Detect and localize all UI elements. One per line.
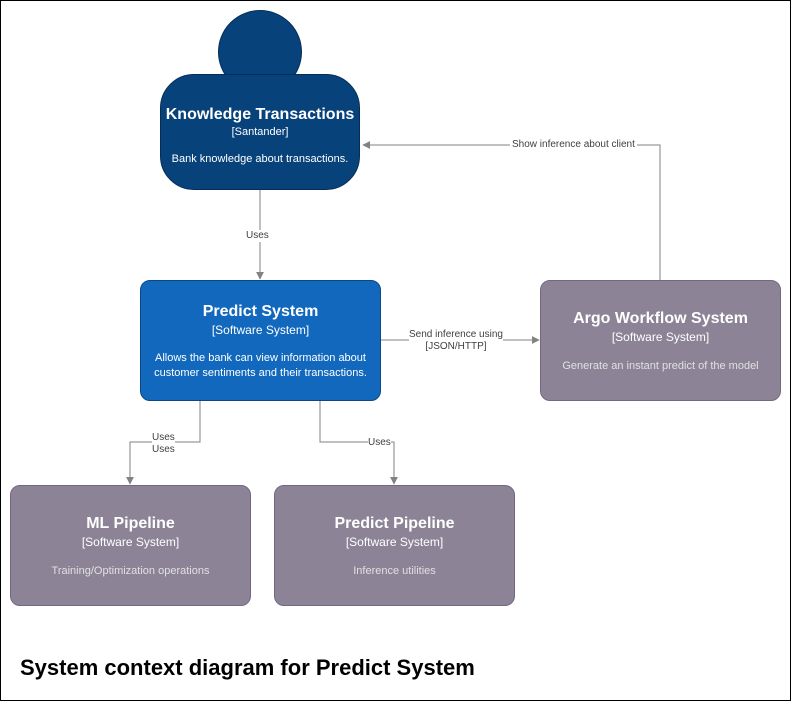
ml-pipeline-description: Training/Optimization operations [51, 565, 210, 577]
predict-system-description-line: Allows the bank can view information abo… [155, 352, 366, 364]
person-knowledge-transactions[interactable]: Knowledge Transactions [Santander] Bank … [160, 74, 360, 190]
argo-workflow-system-description: Generate an instant predict of the model [562, 360, 759, 372]
argo-workflow-system-box[interactable]: Argo Workflow System [Software System] G… [540, 280, 781, 401]
edge-label-line: [JSON/HTTP] [425, 341, 487, 352]
edge-label-argo-to-knowledge: Show inference about client [510, 139, 637, 151]
ml-pipeline-box[interactable]: ML Pipeline [Software System] Training/O… [10, 485, 251, 606]
predict-pipeline-description: Inference utilities [353, 565, 436, 577]
ml-pipeline-kind: [Software System] [81, 535, 180, 549]
edge-predict-to-predict-pipeline [319, 401, 398, 485]
edge-label-predict-to-argo: Send inference using [JSON/HTTP] [409, 329, 503, 353]
person-name: Knowledge Transactions [165, 106, 355, 123]
argo-workflow-system-kind: [Software System] [611, 330, 710, 344]
predict-system-description: Allows the bank can view information abo… [141, 351, 380, 381]
edge-label-line: Uses [152, 444, 175, 455]
ml-pipeline-name: ML Pipeline [86, 515, 175, 532]
predict-pipeline-name: Predict Pipeline [334, 515, 455, 532]
edge-argo-to-knowledge [362, 141, 661, 280]
edge-label-line: Uses [152, 432, 175, 443]
predict-system-description-line: customer sentiments and their transactio… [154, 367, 367, 379]
diagram-title: System context diagram for Predict Syste… [20, 655, 475, 680]
argo-workflow-system-name: Argo Workflow System [573, 310, 748, 327]
predict-system-kind: [Software System] [211, 323, 310, 337]
edge-label-knowledge-to-predict: Uses [246, 230, 269, 242]
predict-pipeline-box[interactable]: Predict Pipeline [Software System] Infer… [274, 485, 515, 606]
edge-label-predict-to-predict-pipeline: Uses [368, 437, 391, 449]
edge-label-line: Send inference using [409, 329, 503, 340]
person-kind: [Santander] [231, 126, 289, 138]
predict-system-name: Predict System [202, 303, 319, 320]
predict-pipeline-kind: [Software System] [345, 535, 444, 549]
person-description: Bank knowledge about transactions. [171, 153, 349, 165]
predict-system-box[interactable]: Predict System [Software System] Allows … [140, 280, 381, 401]
edge-label-predict-to-ml-pipeline: Uses Uses [152, 432, 175, 456]
